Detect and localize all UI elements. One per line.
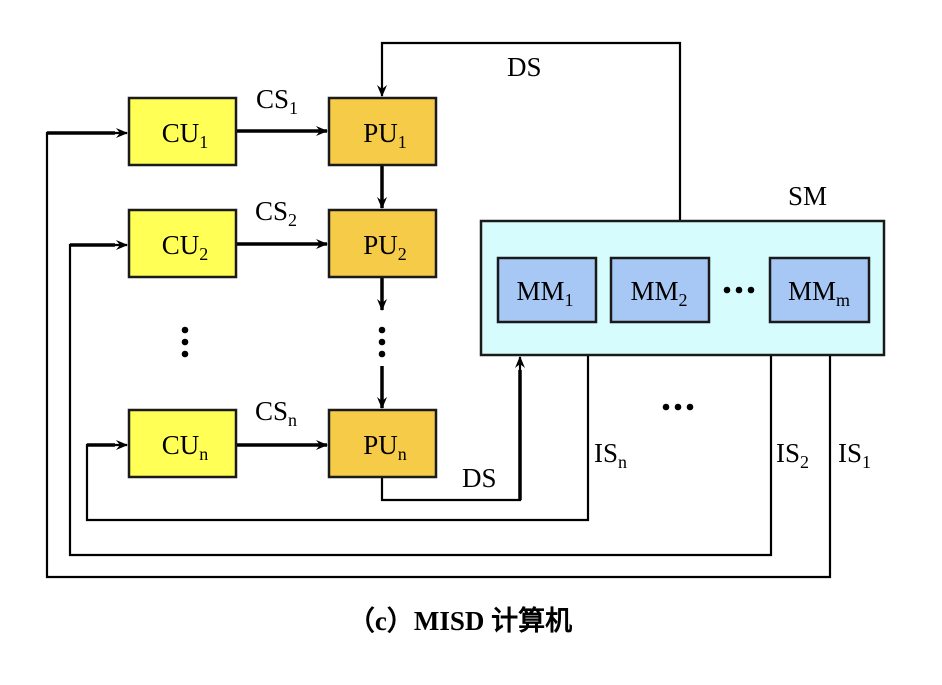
pu-n-box: PUn: [327, 408, 438, 479]
ds-top-line: [377, 41, 682, 221]
svg-text:MM2: MM2: [630, 276, 687, 310]
figure-caption: （c）MISD 计算机: [348, 605, 572, 636]
pu-chain-dots: [378, 326, 386, 358]
mm-1-box: MM1: [496, 256, 598, 324]
cs-2-label: CS2: [255, 196, 297, 230]
svg-text:MMm: MMm: [788, 276, 850, 310]
mm-dots: [723, 286, 755, 294]
svg-text:PU1: PU1: [363, 118, 407, 152]
is-1-label: IS1: [838, 438, 871, 472]
shared-memory: SM MM1 MM2 MMm: [479, 181, 886, 357]
sm-label: SM: [788, 181, 827, 211]
cu-column-dots: [181, 326, 189, 358]
mm-m-box: MMm: [768, 256, 871, 324]
is-dots: [662, 403, 694, 411]
ds-bottom-label: DS: [462, 463, 497, 493]
svg-text:MM1: MM1: [516, 276, 573, 310]
svg-text:CUn: CUn: [162, 430, 209, 464]
cs-n-label: CSn: [255, 396, 297, 430]
is-2-label: IS2: [776, 438, 809, 472]
pu-2-box: PU2: [327, 208, 438, 279]
svg-text:PU2: PU2: [363, 230, 407, 264]
ds-top-label: DS: [507, 52, 542, 82]
cu-n-box: CUn: [127, 408, 238, 479]
svg-text:PUn: PUn: [363, 430, 407, 464]
cu-2-box: CU2: [127, 208, 238, 279]
pu-1-box: PU1: [327, 96, 438, 167]
is-n-label: ISn: [594, 438, 627, 472]
svg-text:CU1: CU1: [162, 118, 209, 152]
svg-text:CU2: CU2: [162, 230, 209, 264]
cu-1-box: CU1: [127, 96, 238, 167]
cs-1-label: CS1: [256, 84, 298, 118]
mm-2-box: MM2: [609, 256, 711, 324]
